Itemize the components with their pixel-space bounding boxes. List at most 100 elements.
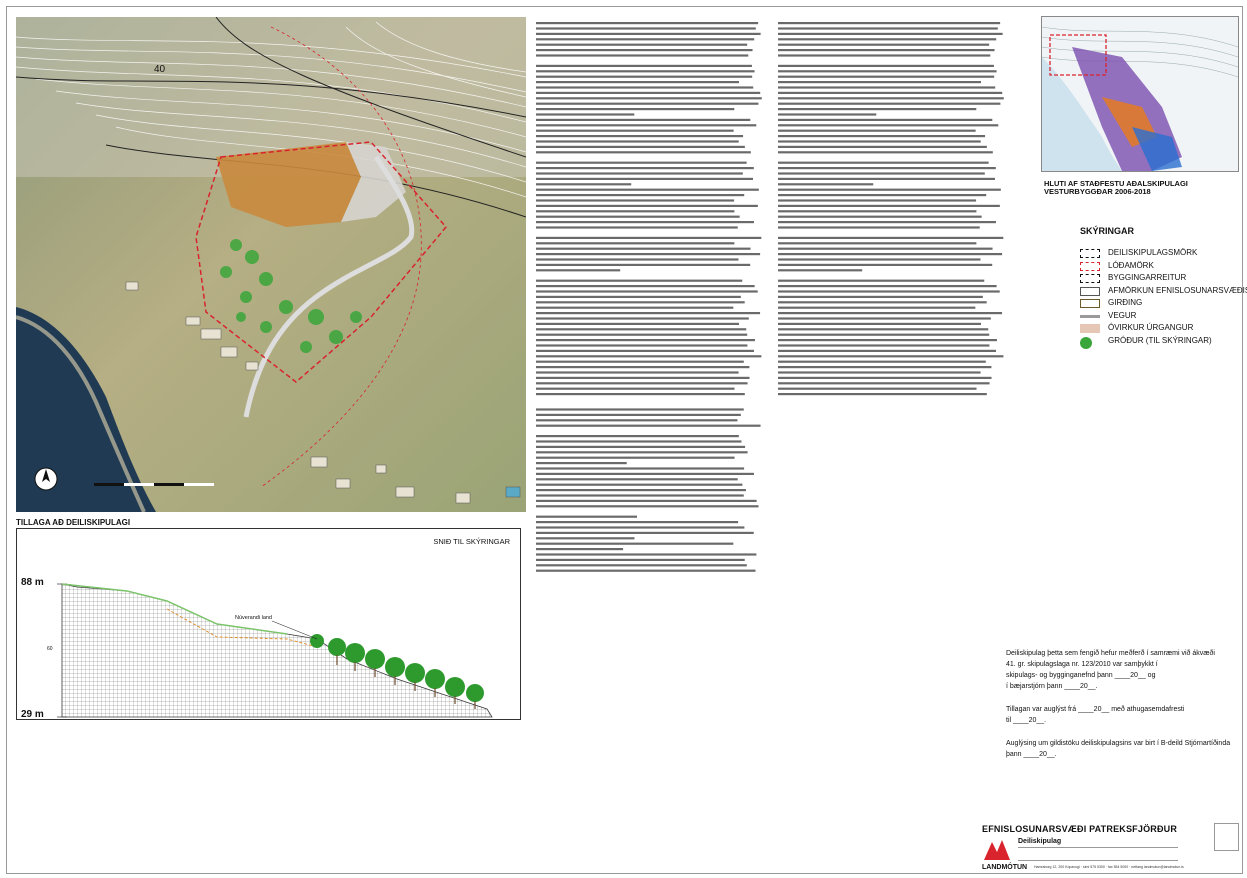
text-line [536, 290, 758, 293]
text-line [536, 505, 759, 508]
text-line [778, 376, 992, 379]
text-line [778, 355, 1004, 358]
text-line [778, 306, 976, 309]
text-line [536, 49, 753, 52]
text-line [778, 151, 993, 154]
text-line [778, 349, 996, 352]
text-line [536, 27, 756, 30]
text-line [536, 279, 743, 282]
text-line [536, 382, 748, 385]
text-line [536, 188, 759, 191]
elevation-mid-label: 60 [47, 646, 53, 652]
text-line [536, 456, 735, 459]
text-line [778, 32, 1003, 35]
text-line [536, 295, 741, 298]
text-line [778, 371, 981, 374]
aerial-map[interactable]: 40 [16, 17, 526, 512]
text-line [778, 258, 981, 261]
legend-label: AFMÖRKUN EFNISLOSUNARSVÆÐIS [1108, 285, 1247, 295]
approval-line-2: 41. gr. skipulagslaga nr. 123/2010 var s… [1006, 661, 1158, 668]
text-line [778, 263, 993, 266]
inset-caption-line-2: VESTURBYGGÐAR 2006-2018 [1044, 187, 1151, 196]
text-line [778, 113, 877, 116]
text-line [778, 199, 977, 202]
text-line [536, 253, 761, 256]
company-name: LANDMÓTUN [982, 864, 1028, 871]
project-title: EFNISLOSUNARSVÆÐI PATREKSFJÖRÐUR [982, 824, 1178, 834]
text-line [536, 210, 735, 213]
text-line [536, 537, 635, 540]
text-line [536, 183, 632, 186]
gazette-line-2: þann ____20__. [1006, 751, 1057, 758]
cross-section-panel[interactable]: SNIÐ TIL SKÝRINGAR 88 m 29 m 60 Núverand… [16, 528, 521, 720]
text-line [536, 172, 743, 175]
text-line [536, 435, 739, 438]
advert-line-1: Tillagan var auglýst frá ____20__ með at… [1006, 706, 1185, 713]
cross-section-graphic [57, 583, 493, 718]
text-line [536, 548, 624, 551]
text-line [536, 247, 751, 250]
text-line [536, 118, 751, 121]
text-line [536, 376, 750, 379]
text-line [536, 489, 746, 492]
text-line [536, 569, 756, 572]
text-line [536, 263, 751, 266]
legend-label: GRÓÐUR (TIL SKÝRINGAR) [1108, 335, 1212, 345]
text-line [536, 129, 734, 132]
text-line [536, 483, 743, 486]
legend-title: SKÝRINGAR [1080, 226, 1135, 236]
text-line [778, 366, 992, 369]
text-line [778, 194, 987, 197]
text-line [536, 440, 742, 443]
legend-label: VEGUR [1108, 310, 1137, 320]
approval-line-1: Deiliskipulag þetta sem fengið hefur með… [1006, 650, 1215, 657]
text-line [778, 387, 977, 390]
text-line [778, 108, 977, 111]
elevation-bottom-label: 29 m [21, 709, 44, 720]
inset-map[interactable] [1041, 16, 1239, 172]
text-line [778, 333, 990, 336]
drawing-title: Deiliskipulag [1018, 838, 1062, 845]
text-line [536, 558, 745, 561]
text-line [778, 86, 996, 89]
text-line [536, 419, 738, 422]
legend-label: LÓÐAMÖRK [1108, 260, 1154, 270]
text-line [778, 312, 1003, 315]
text-line [778, 161, 989, 164]
text-line [778, 339, 997, 342]
text-line [536, 70, 755, 73]
legend-swatch [1080, 299, 1100, 308]
text-line [536, 64, 752, 67]
title-block-rows [1018, 847, 1178, 861]
company-address: Hamraborg 12, 200 Kópavogi · sími 575 53… [1034, 865, 1184, 869]
elevation-top-label: 88 m [21, 577, 44, 588]
text-line [778, 269, 863, 272]
title-block: EFNISLOSUNARSVÆÐI PATREKSFJÖRÐUR Deilisk… [982, 824, 1214, 872]
text-line [778, 236, 1004, 239]
text-line [778, 27, 998, 30]
text-line [536, 301, 745, 304]
company-logo-icon [982, 836, 1012, 862]
advert-line-2: til ____20__. [1006, 717, 1047, 724]
text-line [536, 151, 751, 154]
text-line [778, 177, 995, 180]
sheet-number-box [1214, 823, 1239, 851]
text-line [536, 242, 735, 245]
text-line [778, 49, 995, 52]
text-line [536, 472, 754, 475]
text-line [778, 290, 1000, 293]
text-line [778, 322, 982, 325]
text-line [778, 393, 987, 396]
inset-caption: HLUTI AF STAÐFESTU AÐALSKIPULAGI VESTURB… [1044, 180, 1188, 196]
text-line [536, 108, 735, 111]
text-line [778, 183, 874, 186]
text-line [778, 167, 996, 170]
text-line [536, 424, 761, 427]
text-line [536, 553, 757, 556]
legend-label: ÓVIRKUR ÚRGANGUR [1108, 323, 1194, 332]
text-line [536, 317, 749, 320]
text-line [778, 97, 1004, 100]
text-line [536, 355, 762, 358]
text-line [536, 312, 761, 315]
text-line [536, 393, 745, 396]
